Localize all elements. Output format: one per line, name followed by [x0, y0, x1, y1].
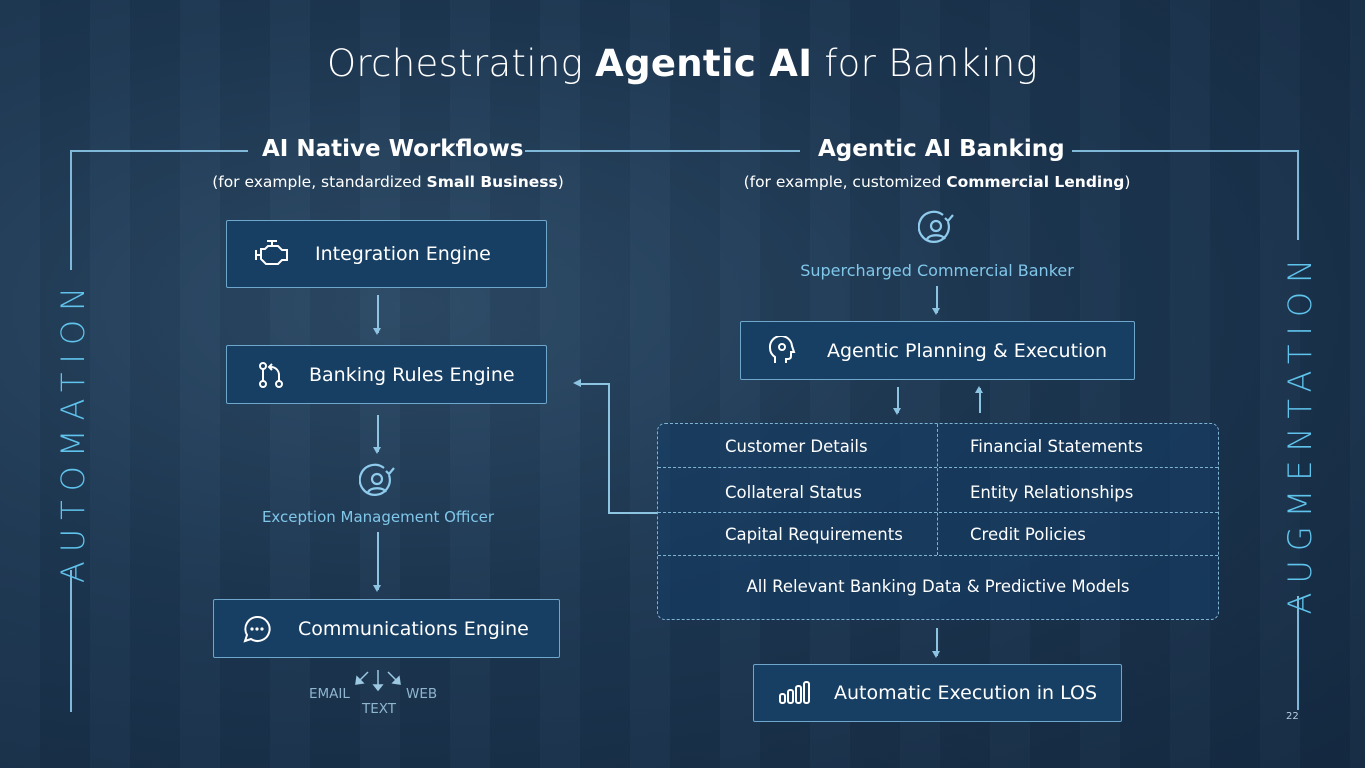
right-subtitle: (for example, customized Commercial Lend… — [743, 173, 1131, 191]
arrow-down — [374, 532, 380, 592]
banking-rules-engine-label: Banking Rules Engine — [309, 363, 515, 386]
person-check-icon — [359, 463, 395, 496]
communications-engine-label: Communications Engine — [298, 617, 529, 640]
person-check-icon — [918, 210, 954, 243]
data-cell-customer-details: Customer Details — [725, 437, 868, 456]
channel-web: WEB — [406, 686, 438, 702]
frame-line — [70, 150, 72, 270]
arrow-down — [933, 286, 939, 315]
commercial-banker-label: Supercharged Commercial Banker — [800, 261, 1074, 280]
integration-engine-label: Integration Engine — [315, 243, 491, 265]
agentic-planning-label: Agentic Planning & Execution — [827, 339, 1107, 362]
automatic-execution-label: Automatic Execution in LOS — [834, 682, 1098, 704]
connector-line — [608, 512, 657, 514]
left-heading: AI Native Workflows — [262, 136, 524, 162]
left-subtitle: (for example, standardized Small Busines… — [212, 173, 564, 191]
communications-engine-box[interactable]: Communications Engine — [213, 599, 560, 658]
automation-label: AUTOMATION — [54, 278, 92, 584]
exception-officer-label: Exception Management Officer — [261, 508, 495, 526]
frame-line — [525, 150, 800, 152]
connector-line — [580, 383, 609, 385]
branch-icon — [259, 361, 283, 388]
page-number: 22 — [1286, 711, 1299, 722]
right-heading: Agentic AI Banking — [818, 136, 1065, 162]
head-brain-icon — [768, 335, 796, 363]
banking-rules-engine-box[interactable]: Banking Rules Engine — [226, 345, 547, 404]
frame-line — [70, 150, 248, 152]
data-cell-credit-policies: Credit Policies — [970, 525, 1086, 544]
data-cell-financial-statements: Financial Statements — [970, 437, 1143, 456]
arrow-left-head — [573, 379, 581, 387]
frame-line — [1072, 150, 1298, 152]
arrow-down — [894, 387, 900, 415]
frame-line — [1297, 150, 1299, 240]
bar-chart-icon — [779, 681, 810, 704]
arrow-down — [933, 628, 939, 658]
banking-data-container — [657, 423, 1219, 620]
channel-email: EMAIL — [309, 686, 350, 702]
frame-line — [70, 570, 72, 712]
slide-title: Orchestrating Agentic AI for Banking — [326, 42, 1039, 85]
integration-engine-box[interactable]: Integration Engine — [226, 220, 547, 288]
divider — [658, 555, 1218, 556]
arrow-down — [374, 415, 380, 454]
data-cell-entity-relationships: Entity Relationships — [970, 483, 1134, 502]
frame-line — [1297, 596, 1299, 710]
arrow-up — [976, 386, 982, 413]
channel-text: TEXT — [362, 701, 397, 717]
divider — [658, 512, 1218, 513]
data-cell-capital-requirements: Capital Requirements — [725, 525, 903, 544]
fan-out-arrows-icon — [355, 670, 401, 692]
automatic-execution-box[interactable]: Automatic Execution in LOS — [753, 664, 1122, 722]
divider — [658, 467, 1218, 468]
connector-line — [608, 383, 610, 513]
engine-icon — [255, 240, 288, 265]
augmentation-label: AUGMENTATION — [1281, 250, 1319, 615]
data-cell-all-banking-data: All Relevant Banking Data & Predictive M… — [746, 577, 1130, 596]
data-cell-collateral-status: Collateral Status — [725, 483, 862, 502]
chat-bubble-icon — [243, 615, 271, 643]
arrow-down — [374, 295, 380, 335]
agentic-planning-box[interactable]: Agentic Planning & Execution — [740, 321, 1135, 380]
divider — [937, 424, 938, 555]
